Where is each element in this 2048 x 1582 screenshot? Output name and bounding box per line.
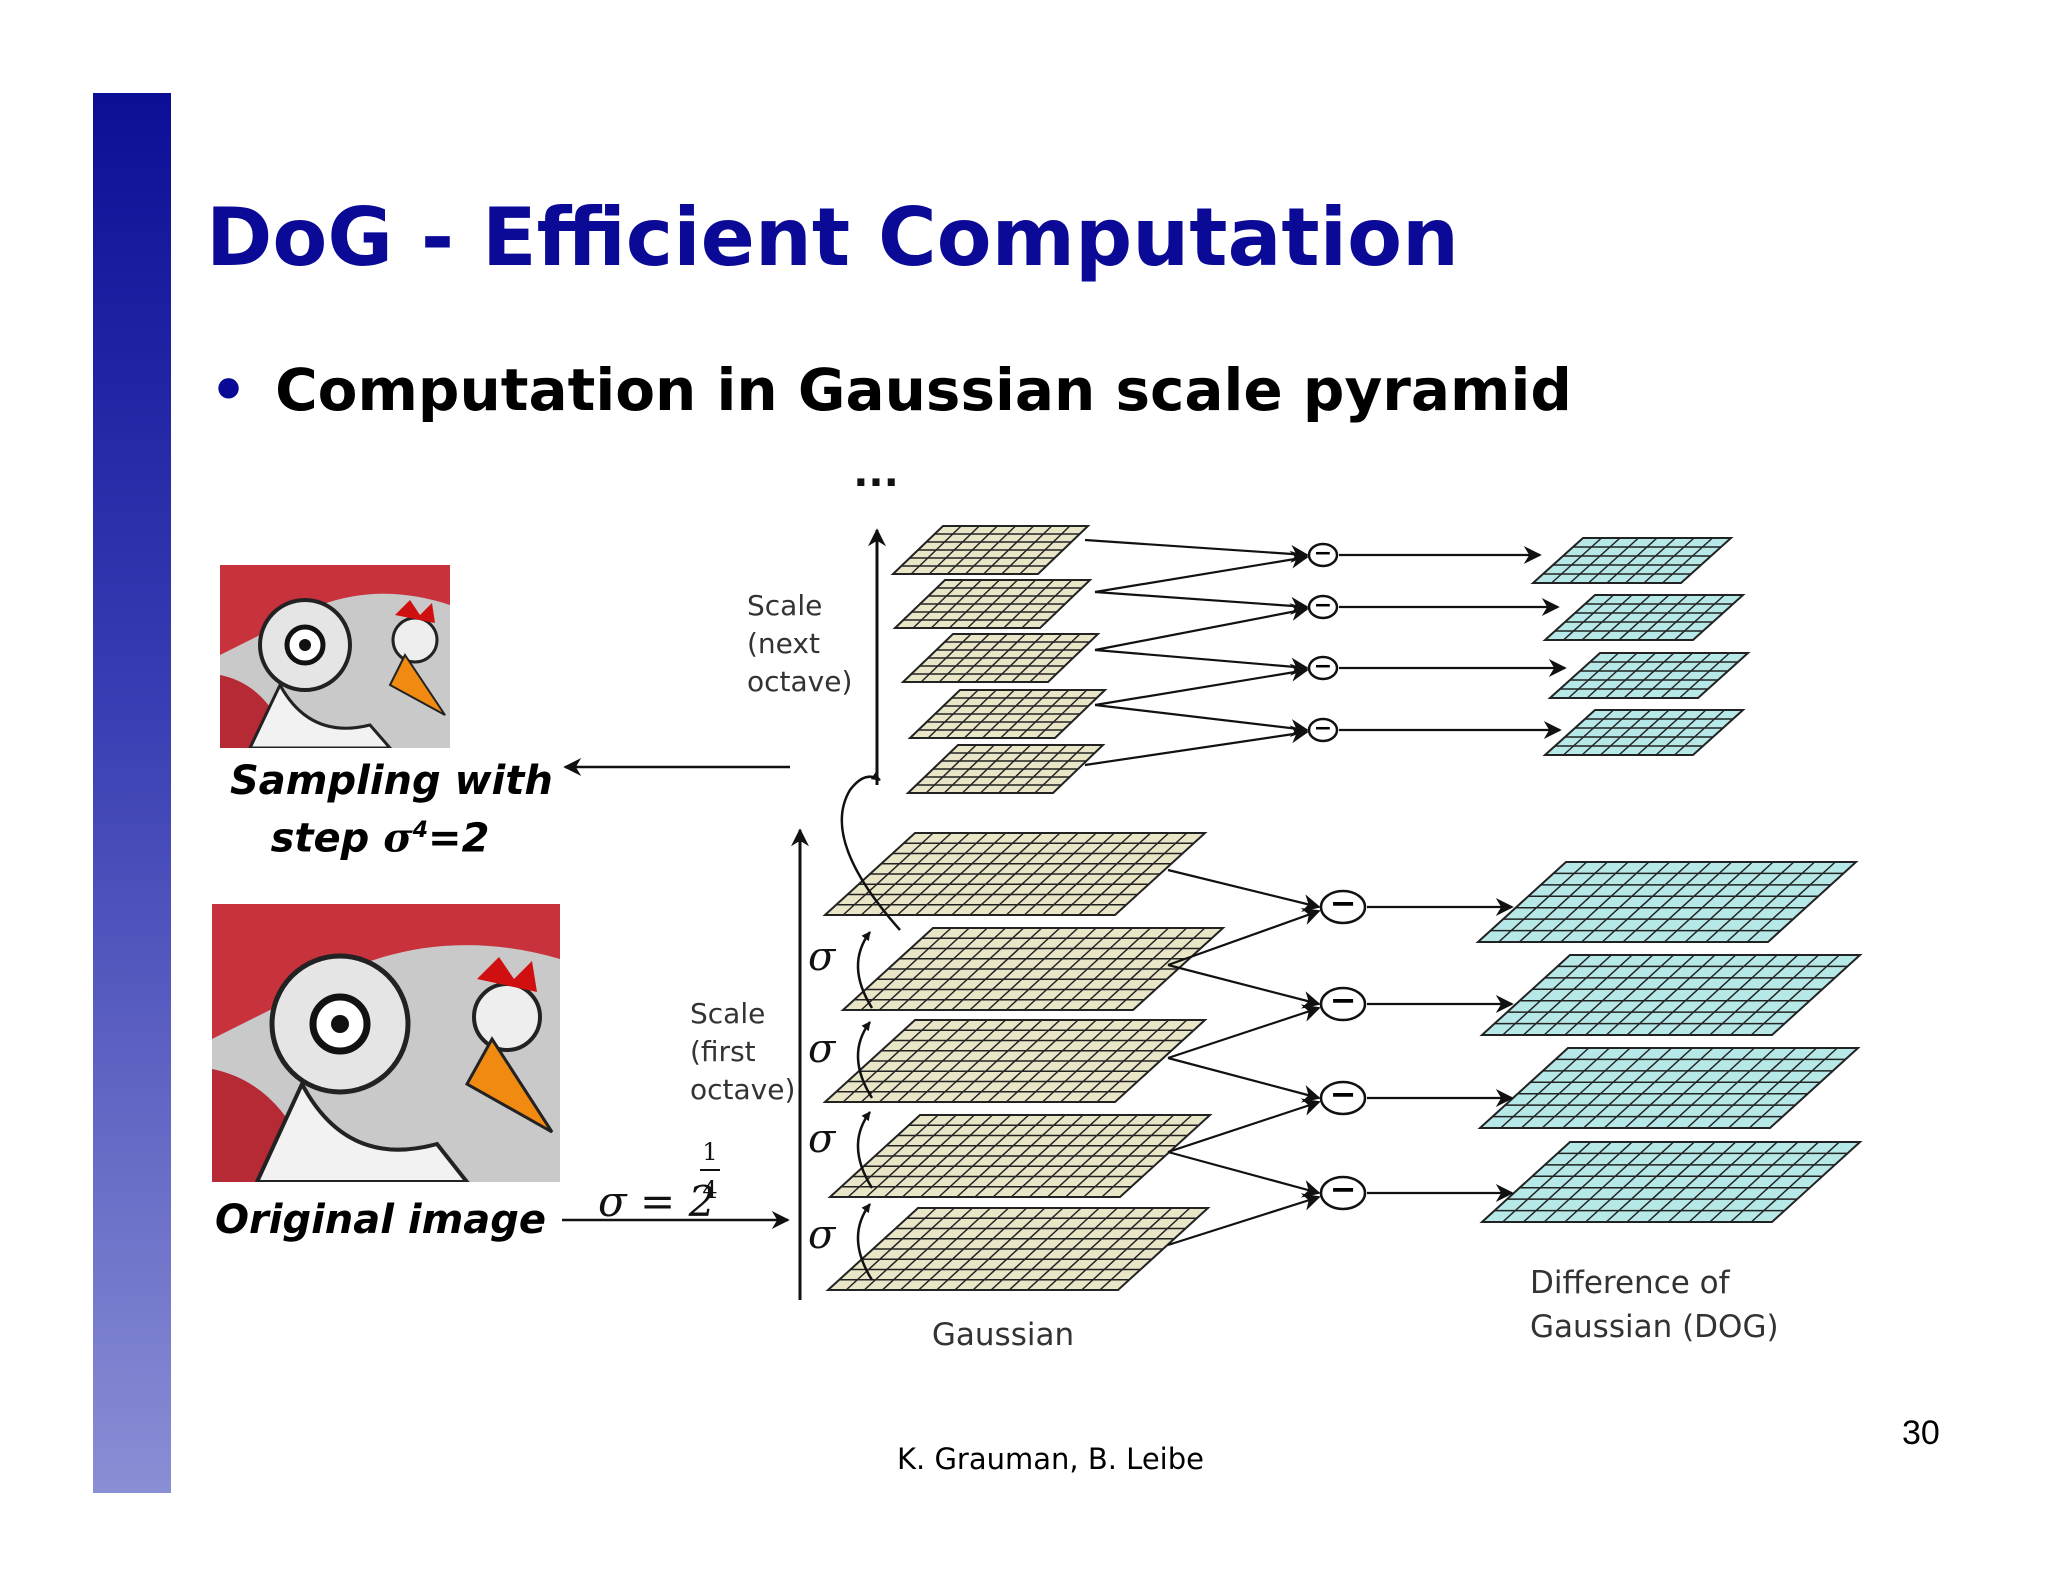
gaussian-label: Gaussian <box>932 1317 1074 1353</box>
dog-layer-first-3 <box>1477 1047 1861 1129</box>
sampling-caption: Sampling with step σ4=2 <box>230 756 553 863</box>
top-ellipsis: ... <box>853 450 899 496</box>
bullet-item: • Computation in Gaussian scale pyramid <box>210 355 1572 425</box>
svg-text:−: − <box>1314 654 1332 679</box>
original-image-caption: Original image <box>215 1197 547 1243</box>
svg-text:octave): octave) <box>747 665 852 698</box>
gaussian-layer-first-5 <box>825 1207 1211 1291</box>
dog-layer-first-4 <box>1479 1141 1863 1223</box>
gaussian-layer-next-5 <box>905 744 1106 794</box>
dog-layer-first-1 <box>1475 861 1859 943</box>
svg-text:octave): octave) <box>690 1073 795 1106</box>
minus-operator-b4: − <box>1319 1170 1367 1211</box>
gaussian-layer-first-2 <box>840 927 1226 1011</box>
minus-operator-b2: − <box>1319 981 1367 1022</box>
difference-operators: − − − − − − − − <box>1307 541 1367 1211</box>
sigma-label-1: σ <box>808 934 837 980</box>
svg-text:Gaussian (DOG): Gaussian (DOG) <box>1530 1309 1779 1345</box>
dog-layer-next-3 <box>1547 652 1751 699</box>
svg-text:−: − <box>1314 716 1332 741</box>
octave-transfer-arrow <box>840 771 901 931</box>
original-image <box>212 904 560 1182</box>
sidebar-band <box>93 93 171 1493</box>
scale-first-octave-label: Scale (first octave) <box>690 997 795 1106</box>
gaussian-layer-next-2 <box>892 579 1093 629</box>
gaussian-layer-next-4 <box>907 689 1108 739</box>
dog-layers <box>1475 537 1863 1223</box>
gaussian-layer-next-3 <box>900 633 1101 683</box>
minus-operator-b3: − <box>1319 1075 1367 1116</box>
minus-operator-s3: − <box>1307 654 1339 681</box>
svg-text:1: 1 <box>702 1138 717 1166</box>
minus-operator-s1: − <box>1307 541 1339 568</box>
sigma-formula: σ = 2 1 4 <box>598 1138 720 1226</box>
connection-arrows <box>1084 538 1567 1247</box>
minus-operator-b1: − <box>1319 884 1367 925</box>
dog-layer-next-2 <box>1542 594 1746 641</box>
sigma-label-4: σ <box>808 1212 837 1258</box>
svg-text:4: 4 <box>702 1176 717 1204</box>
svg-text:−: − <box>1314 541 1332 566</box>
page-number: 30 <box>1902 1414 1940 1452</box>
gaussian-layer-first-1 <box>822 832 1208 916</box>
svg-text:(next: (next <box>747 627 820 660</box>
svg-text:−: − <box>1330 884 1357 922</box>
sigma-label-2: σ <box>808 1026 837 1072</box>
dog-layer-next-4 <box>1542 709 1746 756</box>
sigma-step-arrows <box>856 931 874 1281</box>
svg-text:Difference of: Difference of <box>1530 1265 1731 1301</box>
gaussian-layer-first-3 <box>822 1019 1208 1103</box>
scale-next-octave-label: Scale (next octave) <box>747 589 852 698</box>
svg-text:σ = 2: σ = 2 <box>598 1177 715 1226</box>
slide-title: DoG - Efficient Computation <box>206 191 1460 284</box>
dog-label: Difference of Gaussian (DOG) <box>1530 1265 1779 1345</box>
svg-text:Scale: Scale <box>747 589 822 622</box>
svg-text:(first: (first <box>690 1035 756 1068</box>
svg-text:−: − <box>1330 1075 1357 1113</box>
bullet-dot: • <box>210 356 248 424</box>
gaussian-layer-next-1 <box>890 525 1091 575</box>
gaussian-layers <box>822 525 1226 1291</box>
sigma-label-3: σ <box>808 1116 837 1162</box>
svg-text:−: − <box>1314 593 1332 618</box>
footer-credit: K. Grauman, B. Leibe <box>897 1442 1204 1476</box>
svg-text:Scale: Scale <box>690 997 765 1030</box>
svg-text:−: − <box>1330 1170 1357 1208</box>
gaussian-layer-first-4 <box>827 1114 1213 1198</box>
svg-text:−: − <box>1330 981 1357 1019</box>
dog-layer-next-1 <box>1530 537 1734 584</box>
minus-operator-s4: − <box>1307 716 1339 743</box>
bullet-text: Computation in Gaussian scale pyramid <box>275 356 1572 424</box>
minus-operator-s2: − <box>1307 593 1339 620</box>
sampling-caption-line1: Sampling with <box>230 758 553 804</box>
dog-layer-first-2 <box>1479 954 1863 1036</box>
sampled-image <box>220 565 450 748</box>
sampling-caption-line2: step σ4=2 <box>270 814 490 862</box>
sigma-labels: σ σ σ σ <box>808 934 837 1258</box>
